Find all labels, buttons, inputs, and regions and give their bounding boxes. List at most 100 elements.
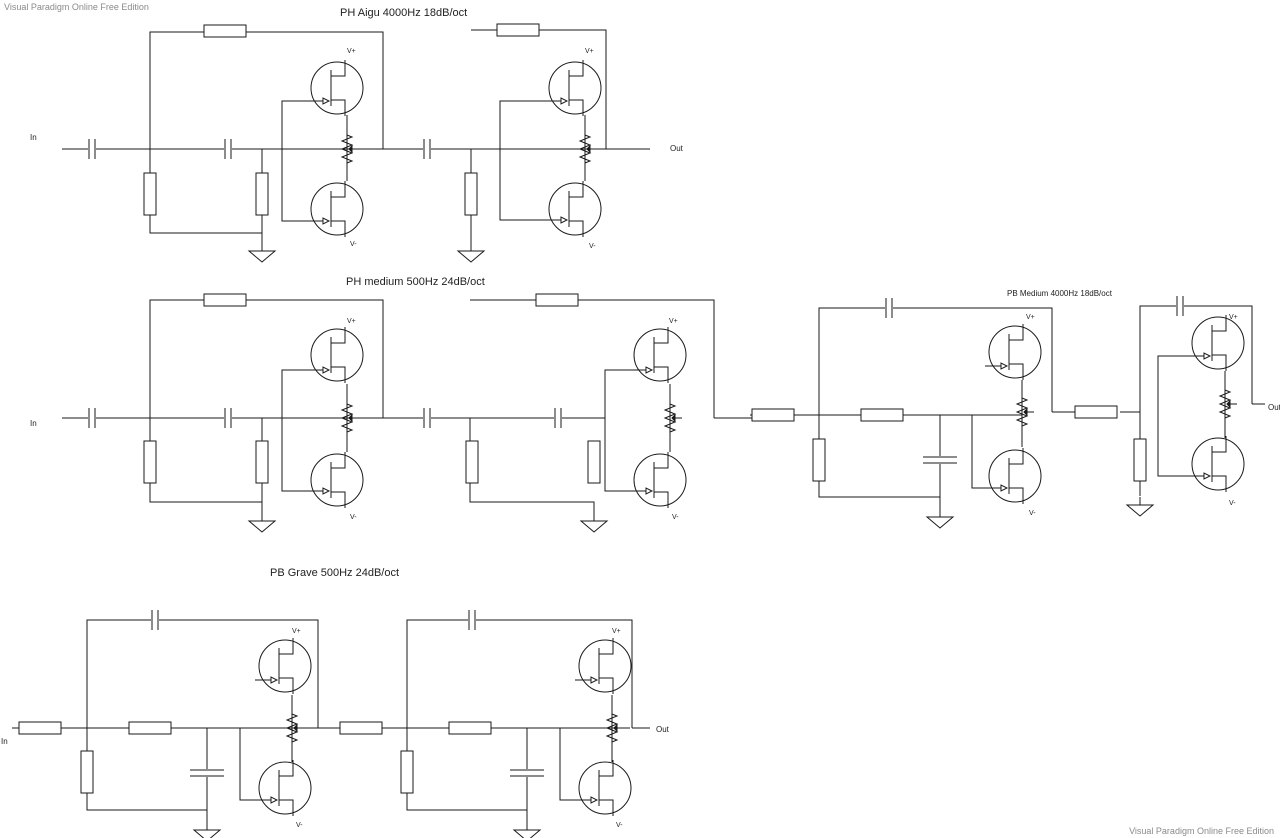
wire [281,149,318,222]
wire [604,369,640,418]
transistor [1190,436,1245,492]
resistor [860,408,904,422]
resistor [400,750,414,794]
wire [281,418,318,492]
wire [818,307,1053,415]
label-in-pb-grave: In [1,737,8,746]
capacitor [885,297,893,319]
resistor [448,721,492,735]
title-pb-medium: PB Medium 4000Hz 18dB/oct [1007,289,1113,298]
vminus-2: V- [589,243,596,250]
resistor [1133,438,1147,482]
label-in-ph-aigu: In [30,133,37,142]
wire [1139,305,1253,412]
wire [239,728,263,801]
resistor [812,438,826,482]
capacitor [509,769,545,777]
wire [281,369,318,418]
wire [149,299,384,418]
vplus-8: V+ [612,628,621,635]
resistor [465,440,479,484]
vplus-4: V+ [669,318,678,325]
transistor [632,327,687,383]
transistor [309,181,364,237]
vplus-6: V+ [1229,314,1238,321]
wire [149,418,262,503]
resistor [18,721,62,735]
watermark-top: Visual Paradigm Online Free Edition [4,2,149,12]
potentiometer [285,708,304,748]
transistor [257,760,312,816]
title-ph-aigu: PH Aigu 4000Hz 18dB/oct [340,7,467,19]
label-out-pb-medium: Out [1268,403,1280,412]
wire [1157,412,1198,477]
transistor [1190,315,1245,371]
resistor [339,721,383,735]
capacitor [88,138,96,160]
potentiometer [1015,392,1034,432]
wire [149,31,384,149]
transistor [547,60,602,116]
wire [604,418,640,492]
label-out-ph-aigu: Out [670,144,684,153]
ground-symbol [456,250,486,263]
transistor [632,452,687,508]
wire [499,100,556,149]
resistor [143,440,157,484]
potentiometer [578,129,597,169]
transistor [987,448,1042,504]
ground-symbol [192,829,222,838]
ground-symbol [1125,504,1155,517]
vminus-8: V- [616,822,623,829]
potentiometer [340,398,359,438]
transistor [309,452,364,508]
wire [149,149,262,234]
ground-symbol [247,520,277,533]
vminus-6: V- [1229,500,1236,507]
resistor [496,23,540,37]
vminus-4: V- [672,514,679,521]
transistor [309,60,364,116]
vplus-5: V+ [1026,314,1035,321]
capacitor [224,138,232,160]
wire [281,100,318,149]
wire [559,728,585,801]
resistor [751,408,795,422]
transistor [987,324,1042,380]
label-out-pb-grave: Out [656,725,670,734]
potentiometer [340,129,359,169]
vminus-3: V- [350,514,357,521]
vminus-1: V- [350,241,357,248]
wire [469,418,595,513]
title-pb-grave: PB Grave 500Hz 24dB/oct [270,567,399,579]
transistor [577,638,632,694]
resistor [80,750,94,794]
resistor [128,721,172,735]
wire [406,619,633,728]
potentiometer [663,398,682,438]
resistor [255,172,269,216]
vminus-5: V- [1029,510,1036,517]
title-ph-medium: PH medium 500Hz 24dB/oct [346,276,485,288]
resistor [535,293,579,307]
label-in-ph-medium: In [30,419,37,428]
transistor [257,638,312,694]
resistor [203,293,247,307]
transistor [309,327,364,383]
capacitor [423,407,431,429]
potentiometer [605,708,624,748]
capacitor [1176,295,1184,317]
capacitor [88,407,96,429]
wire [1157,355,1198,412]
transistor [577,760,632,816]
resistor [464,172,478,216]
resistor [1074,405,1118,419]
ground-symbol [579,520,609,533]
ground-symbol [925,516,955,529]
capacitor [922,456,958,464]
wire [499,149,556,221]
ground-symbol [512,829,542,838]
ground-symbol [247,250,277,263]
vminus-7: V- [296,822,303,829]
resistor [587,440,601,484]
